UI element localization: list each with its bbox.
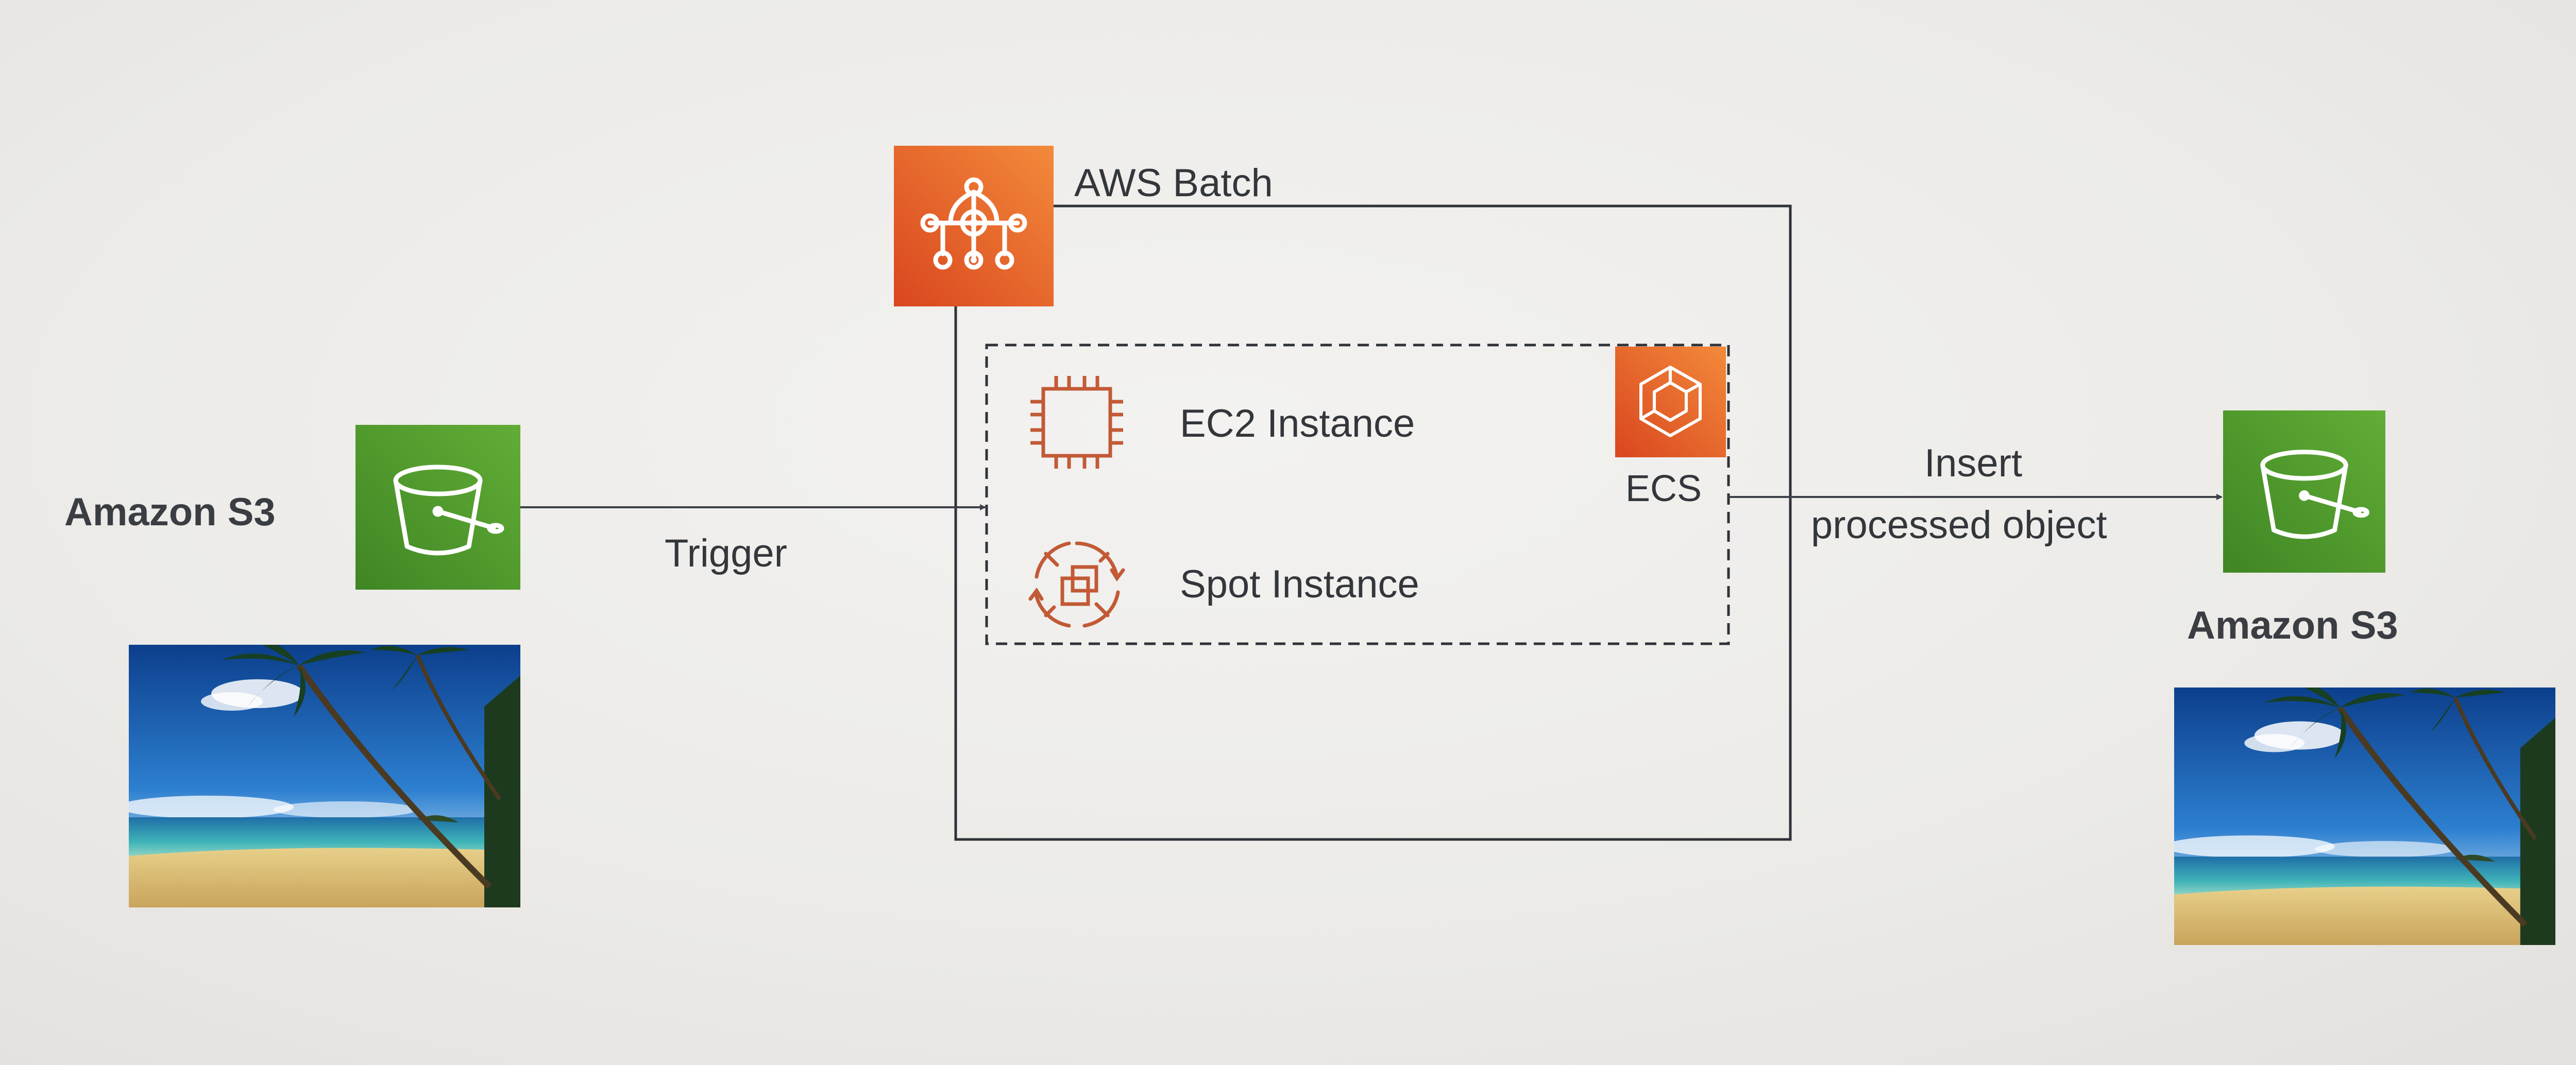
ecs-icon bbox=[1615, 347, 1726, 457]
insert-label-line2: processed object bbox=[1811, 503, 2107, 547]
trigger-label: Trigger bbox=[665, 531, 787, 575]
source-s3-label: Amazon S3 bbox=[64, 490, 276, 534]
dest-s3-label: Amazon S3 bbox=[2187, 604, 2398, 647]
spot-instance-icon bbox=[1025, 533, 1128, 636]
source-beach-photo bbox=[129, 645, 520, 907]
ec2-instance-chip-icon bbox=[1025, 371, 1128, 474]
compute-environment-box bbox=[985, 343, 1730, 645]
aws-batch-label: AWS Batch bbox=[1074, 161, 1273, 205]
aws-batch-icon bbox=[894, 146, 1054, 306]
ecs-label: ECS bbox=[1625, 468, 1702, 509]
spot-instance-label: Spot Instance bbox=[1180, 562, 1419, 606]
insert-label-line1: Insert bbox=[1924, 441, 2023, 485]
aws-batch-container bbox=[954, 204, 1792, 841]
ec2-instance-label: EC2 Instance bbox=[1180, 402, 1415, 445]
source-s3-icon bbox=[355, 425, 520, 590]
dest-beach-photo bbox=[2174, 688, 2555, 945]
dest-s3-icon bbox=[2223, 410, 2385, 573]
